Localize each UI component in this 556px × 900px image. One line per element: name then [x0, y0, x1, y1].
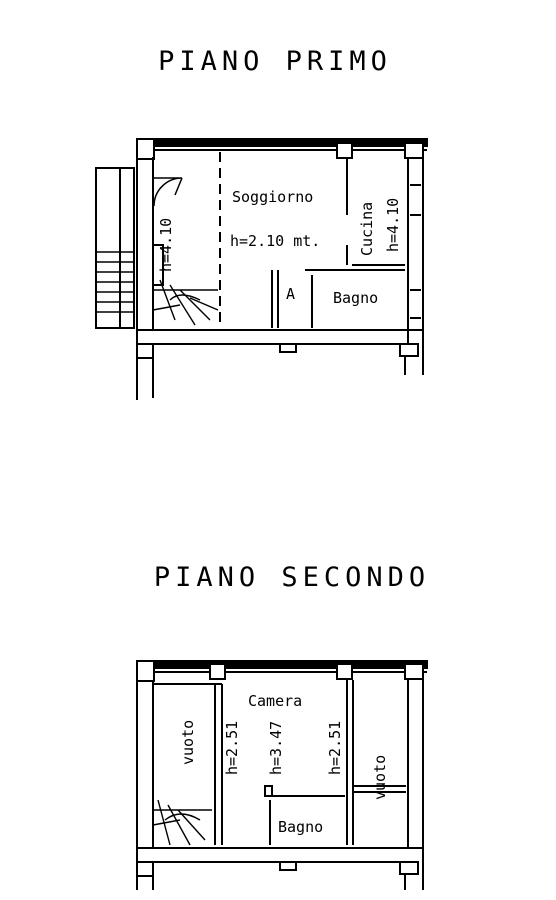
room-height-right: h=2.51 — [326, 721, 344, 775]
room-height-soggiorno: h=2.10 mt. — [230, 232, 320, 250]
plan-secondo — [136, 660, 428, 890]
room-label-vuoto-left: vuoto — [179, 720, 197, 765]
floor-title-secondo: PIANO SECONDO — [153, 562, 431, 593]
room-label-vuoto-right: vuoto — [371, 755, 389, 800]
room-height-cucina: h=4.10 — [384, 198, 402, 252]
room-label-camera: Camera — [248, 692, 302, 710]
plan-primo — [95, 138, 428, 400]
marker-a: A — [286, 285, 295, 303]
room-label-soggiorno: Soggiorno — [232, 188, 313, 206]
stair-height-label: h=4.10 — [157, 218, 175, 272]
room-height-camera: h=3.47 — [267, 721, 285, 775]
room-height-vuoto-left: h=2.51 — [223, 721, 241, 775]
room-label-bagno-secondo: Bagno — [278, 818, 323, 836]
room-label-bagno-primo: Bagno — [333, 289, 378, 307]
room-label-cucina: Cucina — [358, 202, 376, 256]
floor-title-primo: PIANO PRIMO — [158, 46, 392, 77]
